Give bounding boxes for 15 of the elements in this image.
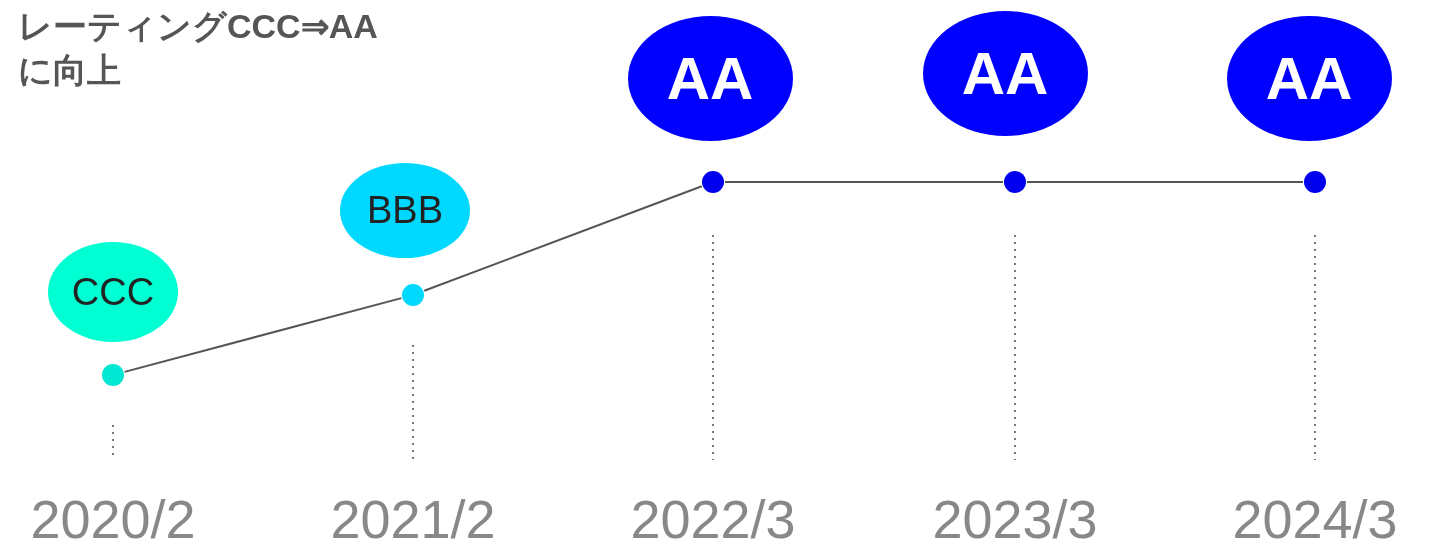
connector-line bbox=[123, 297, 403, 373]
rating-text: AA bbox=[1265, 43, 1353, 113]
rating-text: CCC bbox=[71, 270, 155, 314]
rating-text: BBB bbox=[366, 188, 443, 232]
title: レーティングCCC⇒AAに向上 bbox=[18, 6, 379, 91]
connector-line bbox=[724, 181, 1004, 183]
connector-line bbox=[1026, 181, 1304, 183]
date-label: 2023/3 bbox=[931, 488, 1099, 550]
connector-line bbox=[423, 185, 703, 292]
date-label: 2021/2 bbox=[329, 488, 497, 550]
date-label: 2024/3 bbox=[1231, 488, 1399, 550]
rating-text: AA bbox=[666, 43, 754, 113]
date-label: 2022/3 bbox=[629, 488, 797, 550]
rating-text: AA bbox=[961, 38, 1049, 108]
date-label: 2020/2 bbox=[29, 488, 197, 550]
